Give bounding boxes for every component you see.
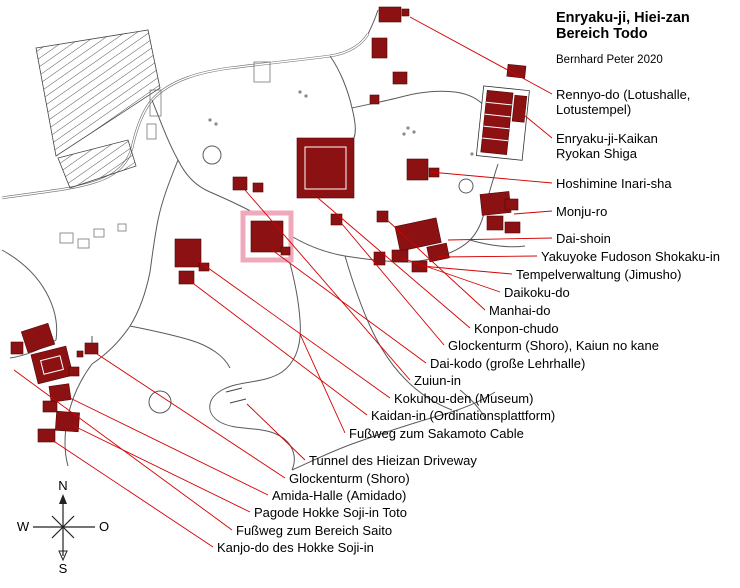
compass-north-arrow xyxy=(59,494,67,504)
leader-zuiun-in xyxy=(244,189,411,381)
building-glockenturm-shoro xyxy=(84,336,99,355)
callout-glockenturm-shoro: Glockenturm (Shoro) xyxy=(289,471,410,486)
callout-kaidan-in: Kaidan-in (Ordinationsplattform) xyxy=(371,408,555,423)
leader-fussweg-sakamoto xyxy=(299,333,346,434)
outline-structures xyxy=(59,61,474,249)
leader-enryaku-ji-kaikan xyxy=(523,114,553,139)
building-enryaku-ji-kaikan xyxy=(475,63,530,161)
callout-yakuyoke: Yakuyoke Fudoson Shokaku-in xyxy=(541,249,720,264)
callout-manhai-do: Manhai-do xyxy=(489,303,550,318)
building-daikoku-do xyxy=(373,249,409,266)
callout-pagode-toto: Pagode Hokke Soji-in Toto xyxy=(254,505,407,520)
building-zuiun-in xyxy=(232,176,264,193)
callout-kokuhou-den: Kokuhou-den (Museum) xyxy=(394,391,533,406)
callout-dai-kodo: Dai-kodo (große Lehrhalle) xyxy=(430,356,585,371)
building-konpon-chudo xyxy=(296,137,355,199)
callout-kanjo-do: Kanjo-do des Hokke Soji-in xyxy=(217,540,374,555)
compass-label-w: W xyxy=(17,519,30,534)
leader-dai-shoin xyxy=(447,237,553,241)
building-monju-ro xyxy=(479,191,521,234)
callout-monju-ro: Monju-ro xyxy=(556,204,607,219)
title-block: Enryaku-ji, Hiei-zan Bereich Todo Bernha… xyxy=(556,10,690,66)
callout-rennyo-do-1: Rennyo-do (Lotushalle, xyxy=(556,87,690,102)
tunnel-marks xyxy=(225,387,247,404)
building-dai-shoin xyxy=(394,217,442,252)
compass-label-s: S xyxy=(59,561,68,576)
leader-rennyo-do xyxy=(409,16,553,95)
callout-glockenturm-kaiun: Glockenturm (Shoro), Kaiun no kane xyxy=(448,338,659,353)
road-network xyxy=(1,9,526,471)
building-dai-kodo xyxy=(240,210,294,263)
leader-monju-ro xyxy=(513,210,553,215)
leader-lines xyxy=(13,16,553,548)
leader-tempelverwaltung xyxy=(420,265,513,275)
building-hall-west-1 xyxy=(10,322,56,355)
leader-glockenturm-kaiun xyxy=(341,223,445,346)
compass-rose: N O S W xyxy=(17,478,109,576)
leader-amida-halle xyxy=(69,397,269,496)
leader-manhai-do xyxy=(385,218,486,311)
callout-kaikan-2: Ryokan Shiga xyxy=(556,146,638,161)
callout-rennyo-do-2: Lotustempel) xyxy=(556,102,631,117)
building-manhai-do xyxy=(376,210,389,223)
building-kokuhou-den xyxy=(174,238,210,272)
callout-dai-shoin: Dai-shoin xyxy=(556,231,611,246)
compass-label-o: O xyxy=(99,519,109,534)
leader-kaidan-in xyxy=(189,280,368,416)
building-rennyo-do xyxy=(369,6,410,105)
building-hall-west-2 xyxy=(30,345,84,385)
leader-konpon-chudo xyxy=(317,197,471,329)
callout-konpon-chudo: Konpon-chudo xyxy=(474,321,559,336)
callout-zuiun-in: Zuiun-in xyxy=(414,373,461,388)
building-glockenturm-kaiun xyxy=(330,213,343,226)
callout-daikoku-do: Daikoku-do xyxy=(504,285,570,300)
parking-area xyxy=(35,29,161,189)
callout-fussweg-saito: Fußweg zum Bereich Saito xyxy=(236,523,392,538)
callout-tempelverwaltung: Tempelverwaltung (Jimusho) xyxy=(516,267,681,282)
compass-label-n: N xyxy=(58,478,67,493)
page-title-line2: Bereich Todo xyxy=(556,26,648,42)
credit-line: Bernhard Peter 2020 xyxy=(556,54,663,66)
callout-tunnel-hieizan: Tunnel des Hieizan Driveway xyxy=(309,453,477,468)
leader-kanjo-do xyxy=(51,439,214,548)
callout-kaikan-1: Enryaku-ji-Kaikan xyxy=(556,131,658,146)
leader-daikoku-do xyxy=(401,257,501,293)
leader-dai-kodo xyxy=(271,249,427,364)
building-kanjo-do xyxy=(37,428,56,443)
callout-hoshimine: Hoshimine Inari-sha xyxy=(556,176,672,191)
callout-amida-halle: Amida-Halle (Amidado) xyxy=(272,488,406,503)
compass-south-arrow xyxy=(58,550,68,562)
leader-fussweg-saito xyxy=(13,369,233,531)
building-pagode-toto xyxy=(55,410,80,433)
leader-kokuhou-den xyxy=(196,259,391,399)
leader-hoshimine xyxy=(429,171,553,184)
leader-pagode-toto xyxy=(73,425,251,513)
leader-yakuyoke xyxy=(437,255,538,258)
page-title-line1: Enryaku-ji, Hiei-zan xyxy=(556,10,690,26)
callout-fussweg-sakamoto: Fußweg zum Sakamoto Cable xyxy=(349,426,524,441)
leader-glockenturm-shoro xyxy=(96,353,286,479)
buildings xyxy=(10,6,530,443)
building-hoshimine-inari-sha xyxy=(406,158,440,181)
leader-tunnel-hieizan xyxy=(246,403,306,461)
building-amida-halle xyxy=(42,383,72,413)
callout-labels: Rennyo-do (Lotushalle, Lotustempel) Enry… xyxy=(217,87,720,555)
